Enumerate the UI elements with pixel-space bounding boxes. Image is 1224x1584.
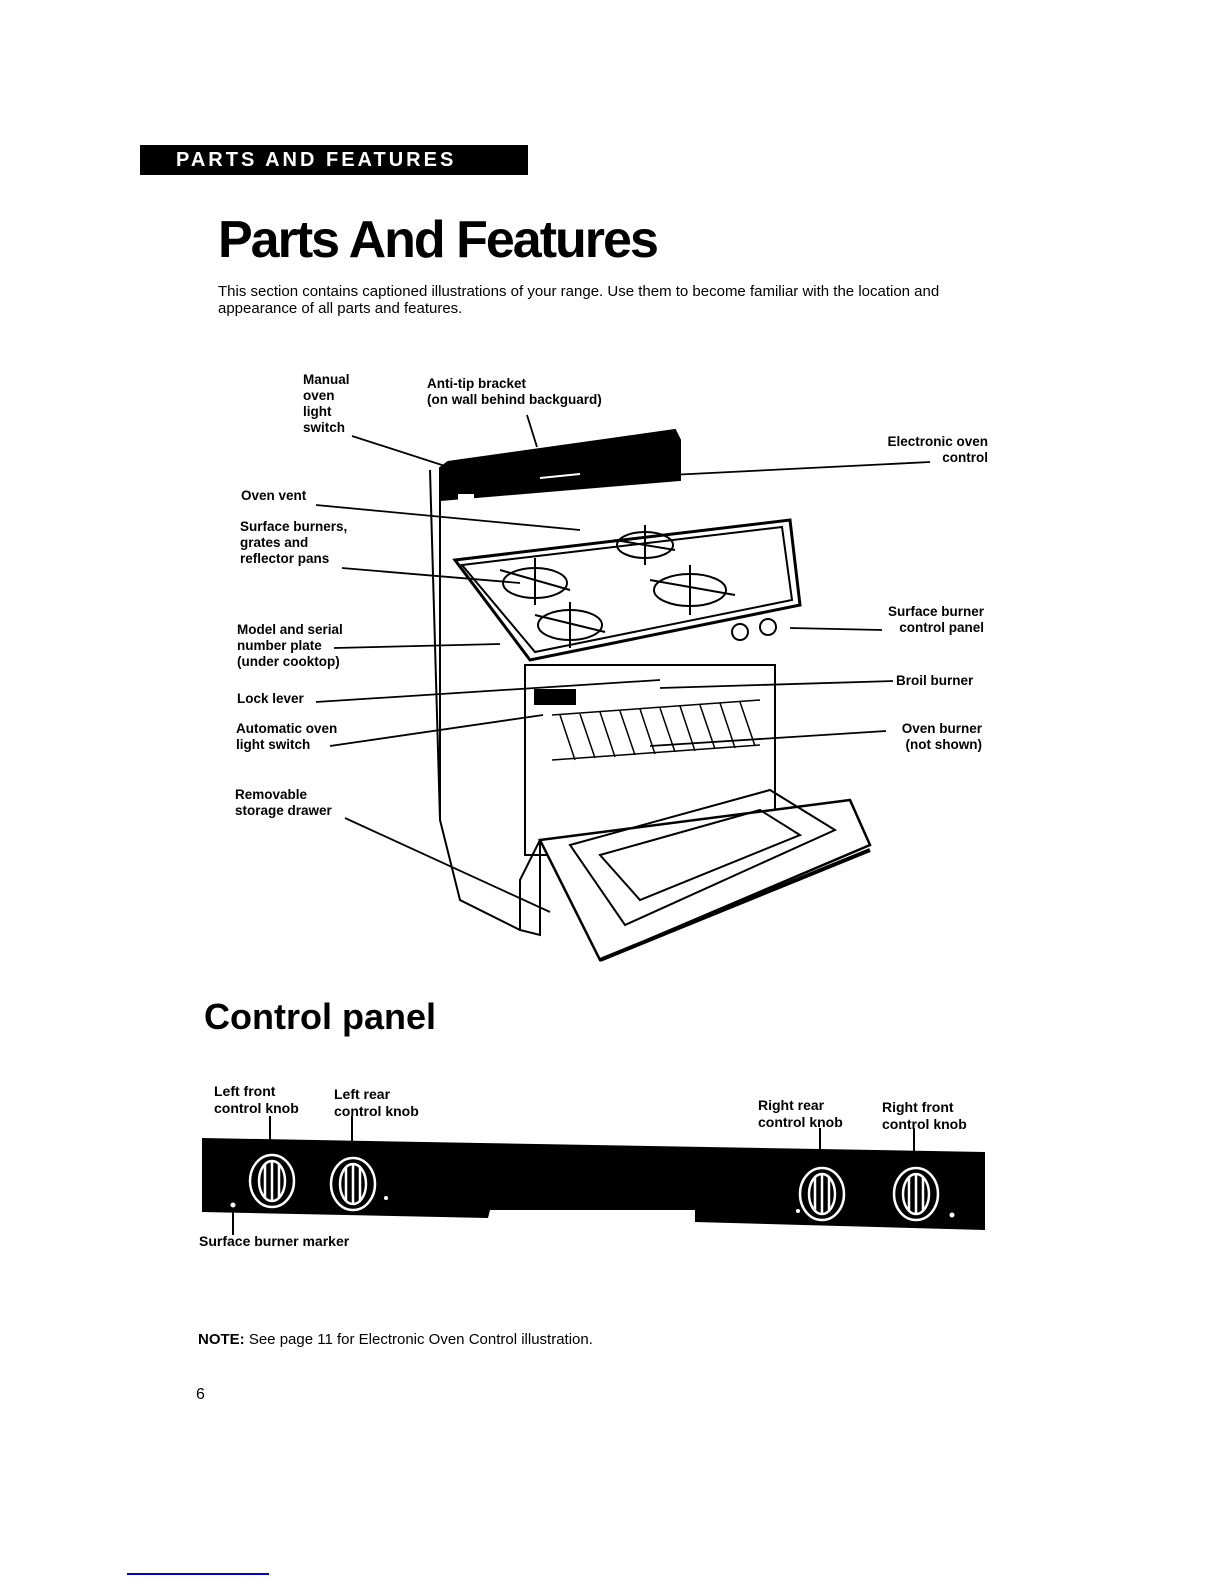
callout-surface-burners: Surface burners, grates and reflector pa… xyxy=(240,519,348,566)
footer-rule xyxy=(127,1573,269,1575)
label-left-front-knob: Left front control knob xyxy=(214,1083,299,1116)
intro-paragraph: This section contains captioned illustra… xyxy=(218,283,940,317)
control-panel-illustration xyxy=(202,1116,985,1235)
control-panel-strip xyxy=(202,1138,985,1230)
callout-removable-storage-drawer: Removable storage drawer xyxy=(235,787,332,818)
oven-racks xyxy=(551,699,761,761)
page-title: Parts And Features xyxy=(218,211,659,269)
label-right-rear-knob: Right rear control knob xyxy=(758,1097,843,1130)
burner-right-front xyxy=(649,565,736,615)
left-rear-knob-icon xyxy=(329,1156,377,1212)
burner-right-rear xyxy=(614,525,676,565)
burner-left-front xyxy=(534,602,606,648)
callout-lock-lever: Lock lever xyxy=(237,691,304,706)
backguard xyxy=(439,428,681,502)
callout-automatic-oven-light-switch: Automatic oven light switch xyxy=(236,721,338,752)
callout-manual-oven-light-switch: Manual oven light switch xyxy=(303,372,350,435)
label-left-rear-knob: Left rear control knob xyxy=(334,1086,419,1119)
callout-anti-tip-bracket: Anti-tip bracket (on wall behind backgua… xyxy=(427,376,602,407)
indicator-dot-icon xyxy=(796,1209,800,1213)
left-front-knob-icon xyxy=(248,1153,296,1209)
right-front-knob-icon xyxy=(892,1166,940,1222)
small-knob-icon xyxy=(731,623,749,641)
page-number: 6 xyxy=(196,1386,205,1403)
range-illustration xyxy=(315,414,931,962)
callout-broil-burner: Broil burner xyxy=(896,673,974,688)
control-panel-title: Control panel xyxy=(204,996,436,1037)
leader-lines xyxy=(315,414,931,913)
broil-drawer-panel xyxy=(534,689,576,705)
indicator-dot-icon xyxy=(384,1196,388,1200)
callout-oven-burner: Oven burner (not shown) xyxy=(901,721,982,752)
callout-electronic-oven-control: Electronic oven control xyxy=(887,434,988,465)
note-text: See page 11 for Electronic Oven Control … xyxy=(244,1331,593,1348)
range-drawing xyxy=(429,428,872,962)
section-tab: PARTS AND FEATURES xyxy=(140,145,528,175)
manual-light-switch-icon xyxy=(458,494,474,500)
burner-left-rear xyxy=(499,558,571,605)
note: NOTE: See page 11 for Electronic Oven Co… xyxy=(198,1331,593,1348)
right-rear-knob-icon xyxy=(798,1166,846,1222)
oven-door xyxy=(538,798,872,962)
callout-oven-vent: Oven vent xyxy=(241,488,307,503)
small-knob-icon xyxy=(759,618,777,636)
callout-surface-burner-control-panel: Surface burner control panel xyxy=(887,604,984,635)
surface-burner-marker-icon xyxy=(949,1212,955,1218)
label-right-front-knob: Right front control knob xyxy=(882,1099,967,1132)
oven-control-display xyxy=(539,473,581,479)
callout-model-serial-plate: Model and serial number plate (under coo… xyxy=(237,622,343,669)
label-surface-burner-marker: Surface burner marker xyxy=(199,1233,350,1249)
surface-burner-marker-icon xyxy=(230,1202,236,1208)
note-prefix: NOTE: xyxy=(198,1331,245,1348)
